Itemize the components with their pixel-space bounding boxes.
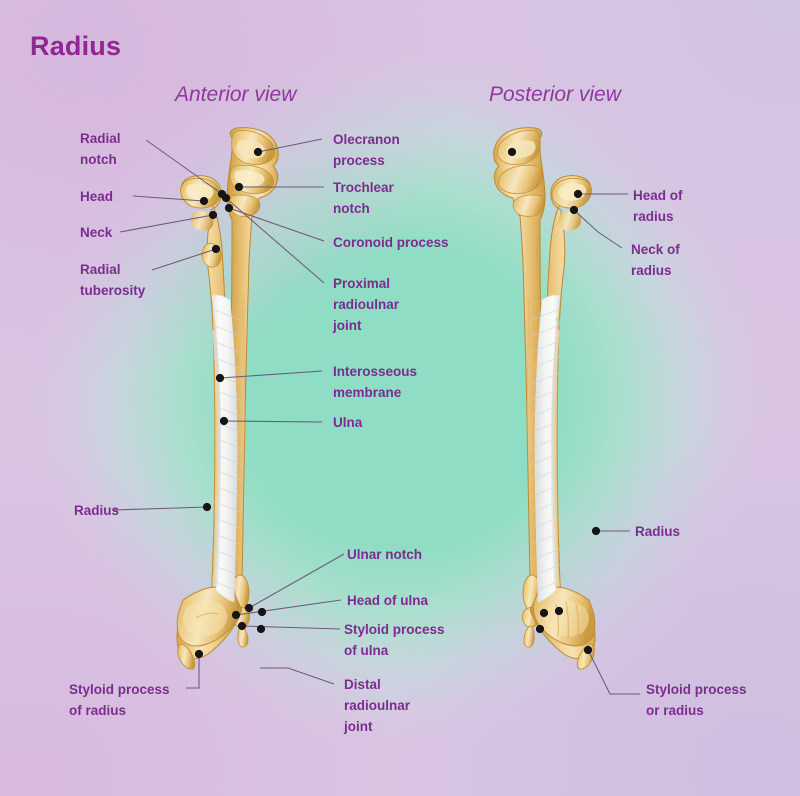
label-styloid-process-of-ulna: Styloid process of ulna bbox=[344, 622, 445, 658]
label-radial-notch: Radial notch bbox=[80, 131, 121, 167]
label-distal-radioulnar-joint: Distal radioulnar joint bbox=[344, 677, 411, 734]
label-coronoid-process: Coronoid process bbox=[333, 235, 449, 250]
label-ulna: Ulna bbox=[333, 415, 363, 430]
label-proximal-radioulnar-joint: Proximal radioulnar joint bbox=[333, 276, 400, 333]
label-radius-left: Radius bbox=[74, 503, 120, 518]
posterior-radius bbox=[529, 175, 596, 670]
leader-lines-anterior-right bbox=[113, 138, 345, 689]
label-radius-right: Radius bbox=[635, 524, 681, 539]
label-styloid-process-of-radius: Styloid process of radius bbox=[69, 682, 170, 718]
label-styloid-process-or-radius: Styloid process or radius bbox=[646, 682, 747, 718]
label-ulnar-notch: Ulnar notch bbox=[347, 547, 423, 562]
background-tint-bottom-right bbox=[400, 429, 800, 796]
label-head-of-radius: Head of radius bbox=[633, 188, 683, 224]
label-olecranon-process: Olecranon process bbox=[333, 132, 400, 168]
label-head: Head bbox=[80, 189, 114, 204]
background-tint-top-right bbox=[432, 0, 800, 335]
view-heading-posterior: Posterior view bbox=[489, 83, 621, 106]
anchor-dots bbox=[194, 147, 601, 659]
posterior-interosseous-membrane bbox=[528, 294, 566, 603]
page-title: Radius bbox=[30, 31, 122, 61]
leader-lines-anterior-left bbox=[119, 139, 223, 271]
label-radial-tuberosity: Radial tuberosity bbox=[80, 262, 146, 298]
label-neck: Neck bbox=[80, 225, 113, 240]
view-heading-anterior: Anterior view bbox=[175, 83, 297, 106]
label-trochlear-notch: Trochlear notch bbox=[333, 180, 394, 216]
label-interosseous-membrane: Interosseous membrane bbox=[333, 364, 418, 400]
leader-lines-posterior bbox=[573, 193, 640, 695]
label-head-of-ulna: Head of ulna bbox=[347, 593, 429, 608]
label-neck-of-radius: Neck of radius bbox=[631, 242, 680, 278]
